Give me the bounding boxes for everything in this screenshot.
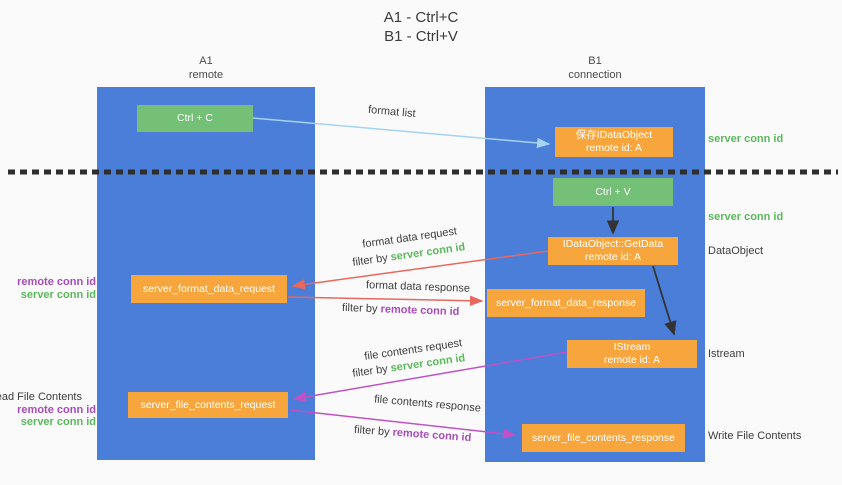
file-request-node: server_file_contents_request [128, 392, 288, 418]
format-response-label: server_format_data_response [495, 296, 637, 309]
ctrl-c-node: Ctrl + C [137, 105, 253, 132]
ctrl-v-label: Ctrl + V [595, 185, 631, 198]
ctrl-c-label: Ctrl + C [177, 112, 213, 124]
diagram-title: A1 - Ctrl+C B1 - Ctrl+V [0, 8, 842, 46]
istream-note: Istream [708, 348, 745, 360]
format-response-node: server_format_data_response [487, 289, 645, 317]
save-dataobject-node: 保存IDataObject remote id: A [555, 127, 673, 157]
format-list-label: format list [367, 103, 417, 121]
remote-conn-id-text: remote conn id [392, 426, 472, 445]
lifeline-b-header: B1 connection [485, 54, 705, 82]
server-conn-id-note: server conn id [20, 288, 96, 301]
lifeline-a-id: A1 [199, 55, 213, 67]
filter-by-text: filter by [351, 252, 389, 269]
istream-node: IStream remote id: A [567, 340, 697, 368]
istream-line2: remote id: A [603, 354, 661, 366]
save-dataobject-line2: remote id: A [585, 142, 643, 154]
remote-conn-id-note: remote conn id [17, 276, 96, 288]
file-contents-response-filter-label: filter by remote conn id [354, 424, 472, 444]
getdata-line1: IDataObject::GetData [562, 238, 664, 250]
server-conn-id-note: server conn id [20, 416, 96, 428]
remote-conn-id-note: remote conn id [17, 403, 96, 416]
read-file-contents-note: Read File Contents [0, 391, 82, 403]
getdata-node: IDataObject::GetData remote id: A [548, 237, 678, 265]
format-request-node: server_format_data_request [131, 275, 287, 303]
format-data-response-arrow [287, 295, 484, 307]
lifeline-b-role: connection [568, 69, 622, 81]
ctrl-v-node: Ctrl + V [553, 178, 673, 206]
dataobject-note: DataObject [708, 245, 764, 257]
title-line-1: A1 - Ctrl+C [383, 9, 459, 26]
getdata-line2: remote id: A [584, 251, 642, 263]
filter-by-text: filter by [351, 363, 389, 380]
lifeline-b-id: B1 [588, 55, 602, 67]
save-dataobject-line1: 保存IDataObject [575, 129, 653, 141]
file-request-label: server_file_contents_request [140, 398, 276, 411]
title-line-2: B1 - Ctrl+V [384, 28, 458, 45]
format-request-label: server_format_data_request [143, 282, 275, 295]
file-response-label: server_file_contents_response [531, 431, 675, 444]
lifeline-a-header: A1 remote [97, 54, 315, 82]
format-request-conn-ids-note: remote conn id server conn id [17, 276, 96, 301]
file-contents-response-label: file contents response [373, 393, 482, 415]
file-response-node: server_file_contents_response [522, 424, 685, 452]
lifeline-a-role: remote [188, 69, 224, 81]
file-request-conn-ids-note: Read File Contents remote conn id server… [0, 391, 96, 429]
filter-by-text: filter by [353, 423, 390, 439]
istream-line1: IStream [613, 341, 651, 353]
write-file-contents-note: Write File Contents [708, 430, 802, 442]
server-conn-id-note-2: server conn id [708, 211, 784, 223]
format-data-response-label: format data response [365, 279, 471, 295]
server-conn-id-note-1: server conn id [708, 133, 784, 145]
format-data-response-filter-label: filter by remote conn id [342, 302, 460, 318]
filter-by-text: filter by [341, 301, 378, 316]
remote-conn-id-text: remote conn id [380, 303, 460, 319]
